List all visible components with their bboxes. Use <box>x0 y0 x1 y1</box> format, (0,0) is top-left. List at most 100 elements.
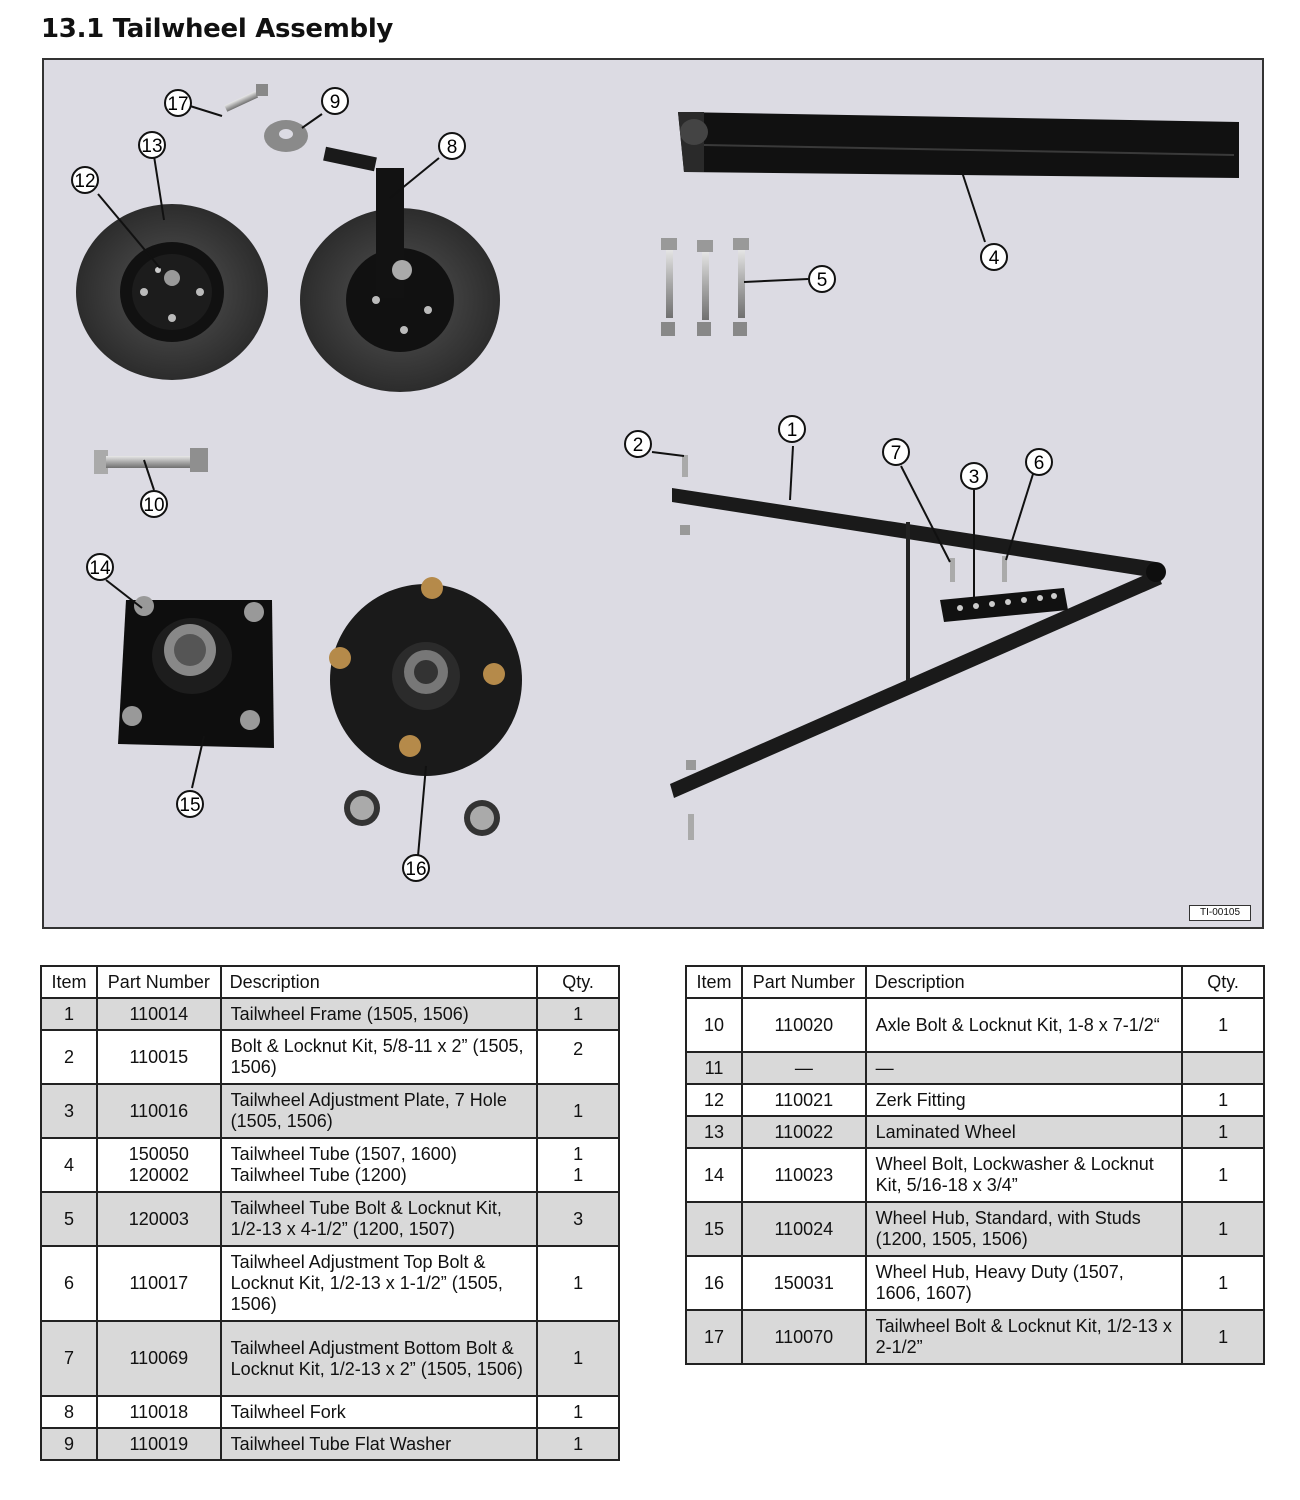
svg-text:5: 5 <box>817 270 828 291</box>
cell-item: 13 <box>685 1115 743 1149</box>
cell-part-number: 110024 <box>740 1201 867 1257</box>
illustration-drawing: 1 2 3 4 5 6 7 8 9 10 12 13 14 15 16 17 <box>71 84 1239 882</box>
cell-part-number: 110014 <box>95 997 222 1031</box>
cell-description: Axle Bolt & Locknut Kit, 1-8 x 7-1/2“ <box>864 997 1184 1053</box>
cell-qty: 1 <box>1181 1201 1265 1257</box>
cell-description: Tailwheel Tube (1507, 1600)Tailwheel Tub… <box>219 1137 539 1193</box>
header-part-number: Part Number <box>740 965 867 999</box>
cell-item: 5 <box>40 1191 98 1247</box>
cell-part-number: 110018 <box>95 1395 222 1429</box>
cell-description: Tailwheel Frame (1505, 1506) <box>219 997 539 1031</box>
cell-qty: 1 <box>536 1083 620 1139</box>
header-part-number: Part Number <box>95 965 222 999</box>
adjustment-plate-part <box>940 556 1068 622</box>
callout-14: 14 <box>86 553 114 581</box>
cell-qty: 1 <box>536 1245 620 1322</box>
small-bolt-washer-part <box>224 84 308 152</box>
callout-17: 17 <box>164 89 192 117</box>
tube-bolts-part <box>661 238 749 336</box>
cell-qty: 1 <box>1181 1147 1265 1203</box>
wheel-with-fork-part <box>300 146 500 392</box>
callout-markers: 1 2 3 4 5 6 7 8 9 10 12 13 14 15 16 17 <box>71 87 1053 882</box>
svg-text:10: 10 <box>143 495 164 516</box>
cell-qty: 1 <box>1181 1083 1265 1117</box>
callout-4: 4 <box>980 243 1008 271</box>
cell-item: 3 <box>40 1083 98 1139</box>
cell-item: 4 <box>40 1137 98 1193</box>
cell-description: Zerk Fitting <box>864 1083 1184 1117</box>
laminated-wheel-part <box>76 204 268 380</box>
leader-lines <box>97 105 1034 857</box>
heavy-duty-hub-part <box>329 577 522 836</box>
cell-item: 15 <box>685 1201 743 1257</box>
callout-13: 13 <box>138 131 166 159</box>
callout-9: 9 <box>321 87 349 115</box>
cell-part-number: 110020 <box>740 997 867 1053</box>
cell-part-number: 110015 <box>95 1029 222 1085</box>
cell-part-number: 120003 <box>95 1191 222 1247</box>
header-qty: Qty. <box>1181 965 1265 999</box>
tailwheel-frame-part <box>670 455 1166 840</box>
cell-qty: 3 <box>536 1191 620 1247</box>
svg-text:12: 12 <box>74 171 95 192</box>
cell-description: Wheel Bolt, Lockwasher & Locknut Kit, 5/… <box>864 1147 1184 1203</box>
cell-description: Wheel Hub, Standard, with Studs (1200, 1… <box>864 1201 1184 1257</box>
tailwheel-tube-part <box>678 112 1239 178</box>
cell-description: Tailwheel Adjustment Bottom Bolt & Lockn… <box>219 1320 539 1397</box>
axle-bolt-part <box>94 448 208 474</box>
callout-15: 15 <box>176 790 204 818</box>
cell-part-number: 110070 <box>740 1309 867 1365</box>
cell-part-number: 150031 <box>740 1255 867 1311</box>
figure-id-label: TI-00105 <box>1189 905 1251 921</box>
callout-10: 10 <box>140 490 168 518</box>
table-header-row: Item Part Number Description Qty. <box>40 965 620 999</box>
callout-8: 8 <box>438 132 466 160</box>
svg-text:1: 1 <box>787 420 798 441</box>
cell-qty: 1 <box>1181 1255 1265 1311</box>
header-item: Item <box>40 965 98 999</box>
cell-item: 17 <box>685 1309 743 1365</box>
cell-part-number: 110069 <box>95 1320 222 1397</box>
cell-qty: 1 <box>536 1427 620 1461</box>
svg-text:9: 9 <box>330 92 341 113</box>
cell-item: 10 <box>685 997 743 1053</box>
svg-text:7: 7 <box>891 443 902 464</box>
cell-description: Tailwheel Fork <box>219 1395 539 1429</box>
cell-part-number: 110023 <box>740 1147 867 1203</box>
cell-item: 1 <box>40 997 98 1031</box>
cell-part-number: 110022 <box>740 1115 867 1149</box>
cell-qty: 1 <box>536 997 620 1031</box>
standard-hub-part <box>118 596 274 748</box>
cell-description: — <box>864 1051 1184 1085</box>
cell-part-number: 110017 <box>95 1245 222 1322</box>
svg-text:13: 13 <box>141 136 162 157</box>
cell-part-number: — <box>740 1051 867 1085</box>
cell-description: Bolt & Locknut Kit, 5/8-11 x 2” (1505, 1… <box>219 1029 539 1085</box>
cell-description: Tailwheel Bolt & Locknut Kit, 1/2-13 x 2… <box>864 1309 1184 1365</box>
cell-part-number: 110019 <box>95 1427 222 1461</box>
svg-text:4: 4 <box>989 248 1000 269</box>
callout-3: 3 <box>960 462 988 490</box>
cell-item: 6 <box>40 1245 98 1322</box>
cell-qty <box>1181 1051 1265 1085</box>
